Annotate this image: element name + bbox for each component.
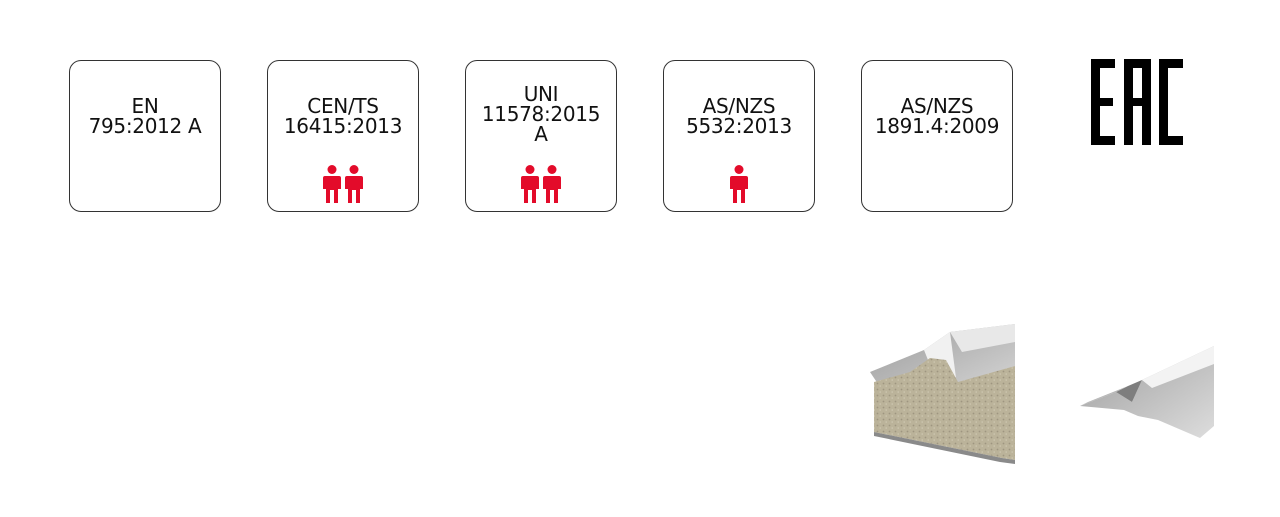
badge-text: AS/NZS 1891.4:2009 (862, 96, 1012, 136)
person-icon (345, 165, 363, 203)
people-group (268, 165, 418, 203)
people-group (466, 165, 616, 203)
badge-uni-11578: UNI 11578:2015 A (465, 60, 617, 212)
person-icon (323, 165, 341, 203)
badge-text: CEN/TS 16415:2013 (268, 96, 418, 136)
eac-logo (1091, 59, 1183, 145)
badge-line: 16415:2013 (283, 114, 403, 138)
badge-text: EN 795:2012 A (70, 96, 220, 136)
badge-line: A (534, 122, 548, 146)
badge-text: UNI 11578:2015 A (466, 84, 616, 144)
badge-cen-ts-16415: CEN/TS 16415:2013 (267, 60, 419, 212)
badge-line: 5532:2013 (686, 114, 792, 138)
badge-text: AS/NZS 5532:2013 (664, 96, 814, 136)
badge-line: AS/NZS (900, 94, 974, 118)
badge-as-nzs-1891: AS/NZS 1891.4:2009 (861, 60, 1013, 212)
badge-line: 11578:2015 (481, 102, 601, 126)
badge-line: CEN/TS (307, 94, 379, 118)
badge-line: 1891.4:2009 (874, 114, 1000, 138)
profiled-sheet-image (1080, 346, 1214, 438)
badge-line: EN (131, 94, 159, 118)
badge-line: AS/NZS (702, 94, 776, 118)
person-icon (543, 165, 561, 203)
badge-line: 795:2012 A (88, 114, 202, 138)
insulated-panel-image (870, 324, 1015, 464)
person-icon (730, 165, 748, 203)
badge-en-795: EN 795:2012 A (69, 60, 221, 212)
people-group (664, 165, 814, 203)
badge-line: UNI (523, 82, 559, 106)
badge-as-nzs-5532: AS/NZS 5532:2013 (663, 60, 815, 212)
person-icon (521, 165, 539, 203)
